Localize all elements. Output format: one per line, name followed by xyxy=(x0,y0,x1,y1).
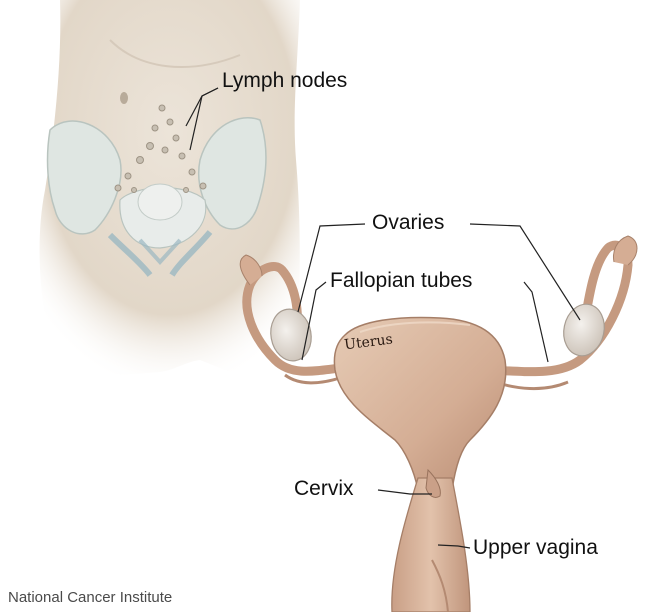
cervix-label: Cervix xyxy=(294,478,354,499)
lymph-nodes-label: Lymph nodes xyxy=(222,70,347,91)
fallopian-tubes-label: Fallopian tubes xyxy=(330,270,472,291)
uterus: Uterus xyxy=(334,318,505,490)
ovaries-label: Ovaries xyxy=(372,212,444,233)
upper-vagina-label: Upper vagina xyxy=(473,537,598,558)
cervix-vagina xyxy=(392,470,470,612)
image-credit: National Cancer Institute xyxy=(8,590,172,605)
